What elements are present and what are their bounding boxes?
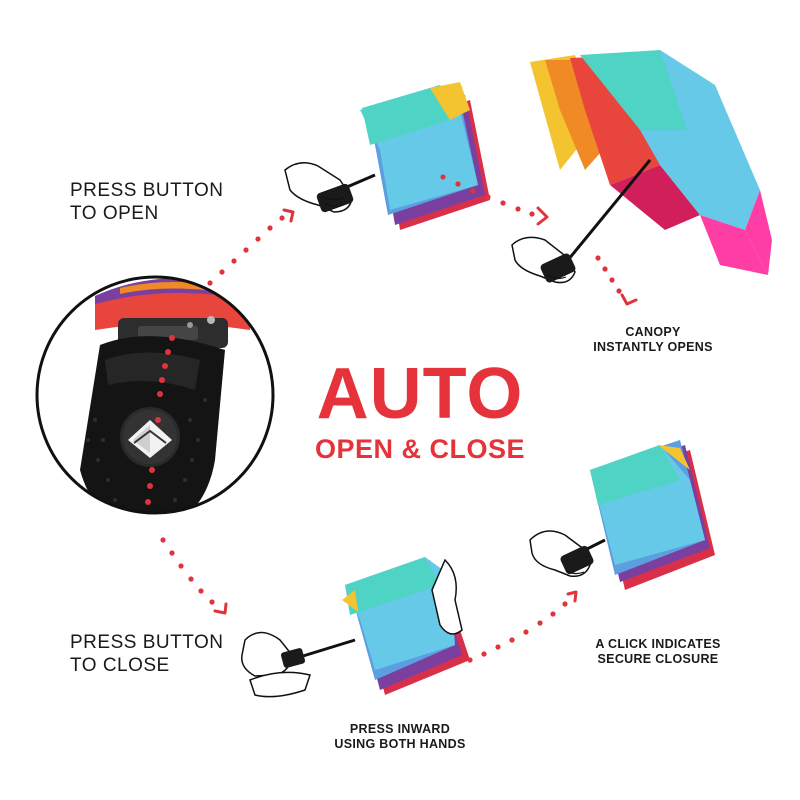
headline-title: AUTO — [316, 354, 524, 434]
label-line: SECURE CLOSURE — [597, 652, 719, 666]
label-line: INSTANTLY OPENS — [593, 340, 713, 354]
headline-subtitle: OPEN & CLOSE — [314, 434, 526, 464]
label-line: USING BOTH HANDS — [334, 737, 466, 751]
open-umbrella — [511, 50, 772, 284]
hand-icon — [284, 162, 354, 213]
folded-umbrella-open-step — [284, 82, 490, 230]
label-click-secure: A CLICK INDICATES SECURE CLOSURE — [578, 637, 738, 667]
label-line: CANOPY — [625, 325, 681, 339]
label-line: TO OPEN — [70, 202, 159, 224]
hand-icon — [529, 530, 594, 578]
hand-icon — [241, 558, 463, 698]
headline: AUTO OPEN & CLOSE — [300, 358, 540, 463]
handle-closeup — [35, 275, 275, 515]
label-line: PRESS INWARD — [349, 722, 451, 736]
button-icon — [128, 420, 172, 458]
folded-umbrella-close-step — [241, 557, 470, 698]
label-press-inward: PRESS INWARD USING BOTH HANDS — [320, 722, 480, 752]
label-line: PRESS BUTTON — [70, 180, 224, 201]
hand-icon — [511, 236, 576, 284]
arrow-icon — [213, 206, 638, 615]
umbrella-icon — [530, 50, 772, 275]
dotted-paths — [160, 174, 622, 663]
label-line: TO CLOSE — [70, 654, 170, 676]
label-canopy-opens: CANOPY INSTANTLY OPENS — [578, 325, 728, 355]
folded-umbrella-secured — [529, 440, 715, 590]
label-press-to-close: PRESS BUTTON TO CLOSE — [70, 632, 240, 678]
label-press-to-open: PRESS BUTTON TO OPEN — [70, 180, 240, 226]
label-line: A CLICK INDICATES — [595, 637, 721, 651]
label-line: PRESS BUTTON — [70, 632, 224, 653]
